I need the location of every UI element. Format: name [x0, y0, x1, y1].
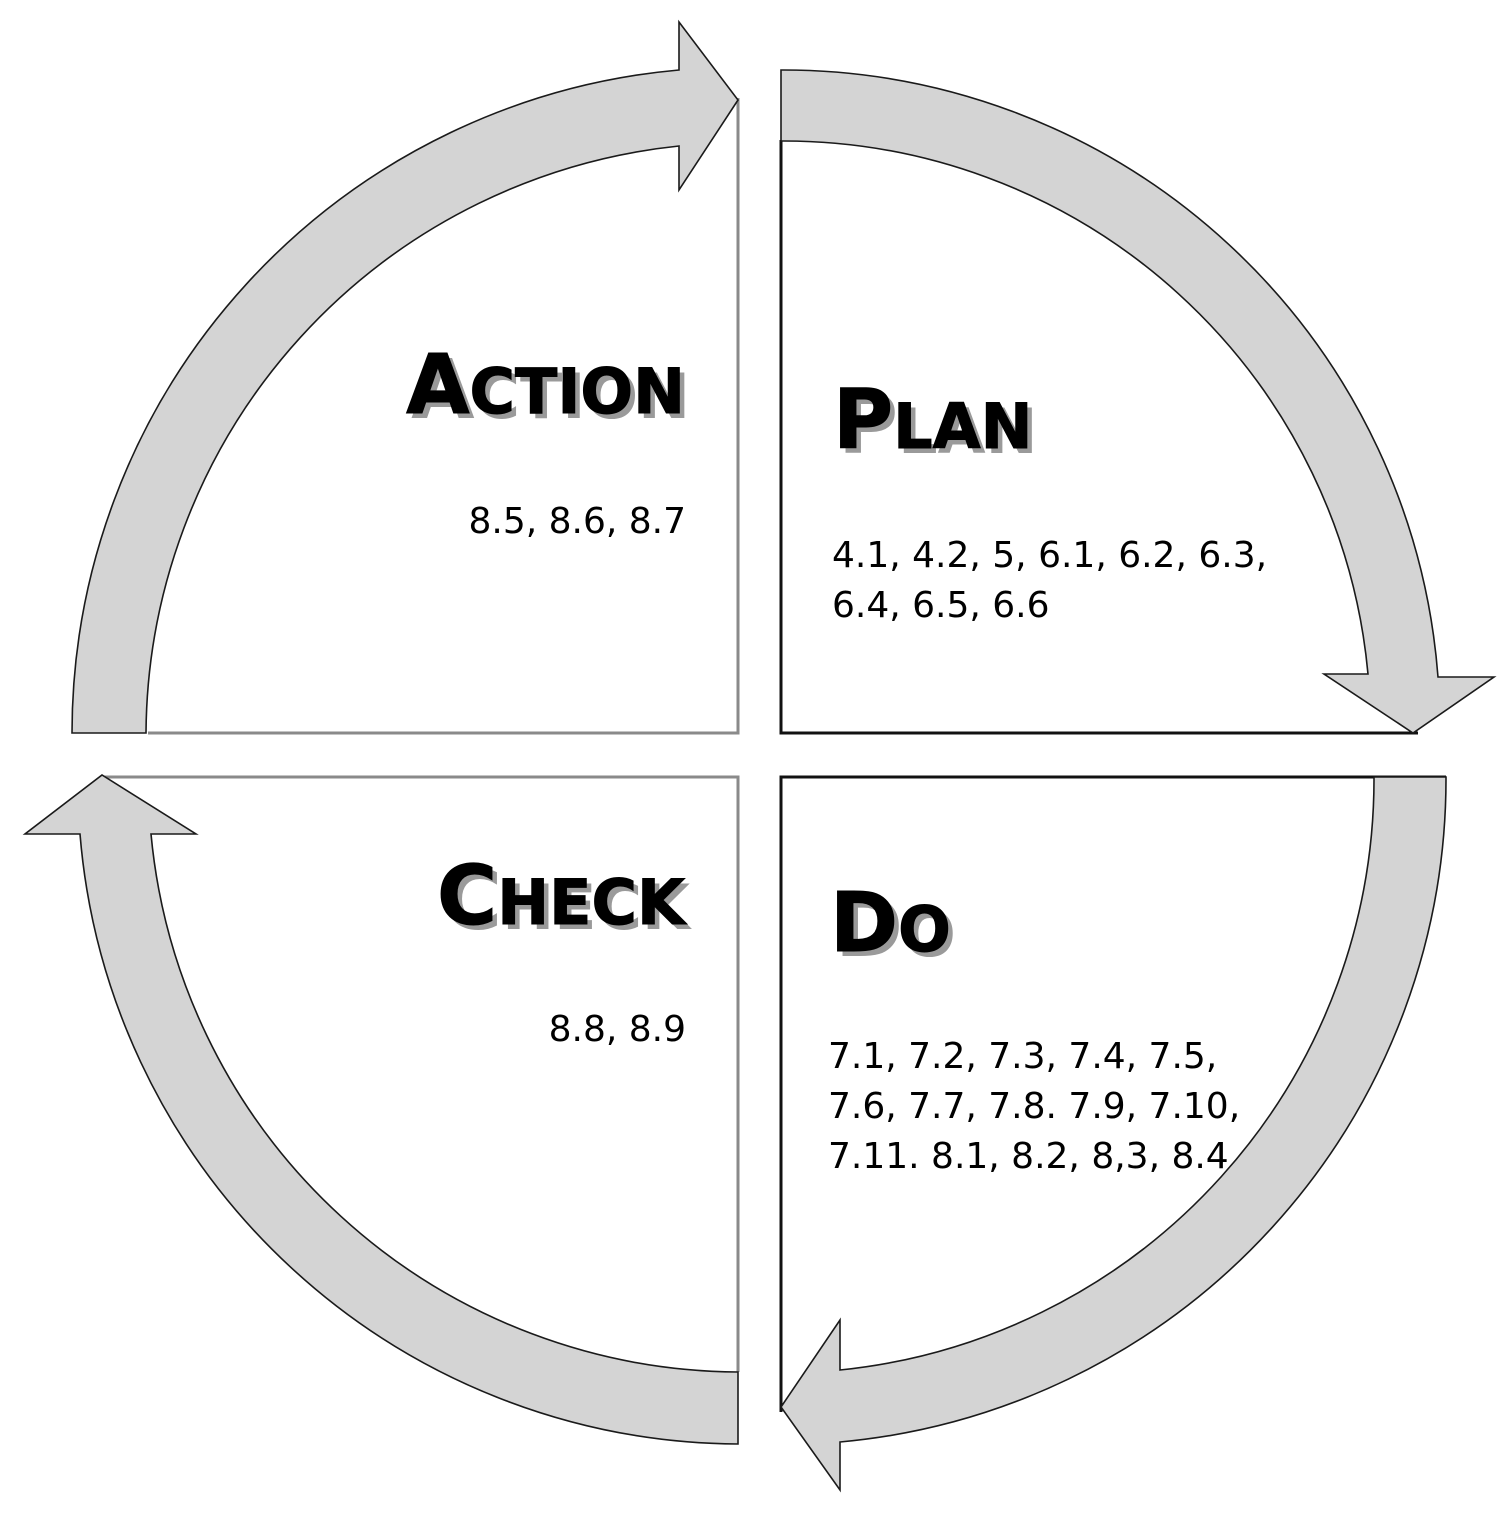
plan-quadrant: PLAN PLAN 4.1, 4.2, 5, 6.1, 6.2, 6.3, 6.… — [832, 373, 1279, 627]
check-title-shadow: CHECK — [442, 854, 692, 949]
do-clause-line: 7.1, 7.2, 7.3, 7.4, 7.5, — [828, 1036, 1217, 1077]
plan-title-shadow-cap: P — [838, 378, 898, 473]
plan-clause-line: 6.4, 6.5, 6.6 — [832, 585, 1050, 626]
do-title-cap: D — [830, 876, 898, 971]
do-title-shadow-cap: D — [835, 881, 903, 976]
action-quadrant-border — [148, 98, 740, 735]
action-title-cap: A — [406, 338, 470, 433]
action-title-shadow-cap: A — [411, 343, 475, 438]
plan-clause-line: 4.1, 4.2, 5, 6.1, 6.2, 6.3, — [832, 535, 1267, 576]
do-clauses: 7.1, 7.2, 7.3, 7.4, 7.5, 7.6, 7.7, 7.8. … — [828, 1036, 1252, 1177]
quadrant-boundaries — [102, 98, 1446, 1412]
cycle-arrows — [22, 19, 1497, 1493]
arrow-do-to-check — [780, 776, 1447, 1493]
plan-title: PLAN — [833, 373, 1033, 468]
plan-title-shadow: PLAN — [838, 378, 1038, 473]
arrow-plan-to-do — [780, 69, 1497, 734]
action-clause-line: 8.5, 8.6, 8.7 — [468, 501, 686, 542]
do-title-rest: O — [898, 893, 951, 966]
do-clause-line: 7.11. 8.1, 8.2, 8,3, 8.4 — [828, 1136, 1229, 1177]
do-title: DO — [830, 876, 951, 971]
plan-title-rest: LAN — [893, 390, 1032, 463]
action-title-rest: CTION — [470, 355, 685, 428]
do-title-shadow-rest: O — [903, 898, 956, 971]
plan-title-cap: P — [833, 373, 893, 468]
do-quadrant: DO DO 7.1, 7.2, 7.3, 7.4, 7.5, 7.6, 7.7,… — [828, 876, 1252, 1178]
action-clauses: 8.5, 8.6, 8.7 — [468, 501, 686, 542]
check-clauses: 8.8, 8.9 — [549, 1009, 686, 1050]
plan-quadrant-border — [779, 140, 1418, 735]
plan-clauses: 4.1, 4.2, 5, 6.1, 6.2, 6.3, 6.4, 6.5, 6.… — [832, 535, 1279, 626]
action-title: ACTION — [406, 338, 685, 433]
check-clause-line: 8.8, 8.9 — [549, 1009, 686, 1050]
do-title-shadow: DO — [835, 881, 956, 976]
action-quadrant: ACTION ACTION 8.5, 8.6, 8.7 — [406, 338, 690, 543]
check-quadrant-border — [102, 775, 740, 1372]
do-quadrant-border — [779, 775, 1446, 1412]
action-title-shadow-rest: CTION — [475, 360, 690, 433]
check-title-cap: C — [437, 849, 497, 944]
arrow-check-to-action — [22, 774, 739, 1445]
do-clause-line: 7.6, 7.7, 7.8. 7.9, 7.10, — [828, 1086, 1240, 1127]
check-title-rest: HECK — [497, 866, 687, 939]
check-title-shadow-cap: C — [442, 854, 502, 949]
check-title: CHECK — [437, 849, 687, 944]
arrow-action-to-plan — [71, 19, 739, 734]
check-quadrant: CHECK CHECK 8.8, 8.9 — [437, 849, 692, 1051]
check-title-shadow-rest: HECK — [502, 871, 692, 944]
action-title-shadow: ACTION — [411, 343, 690, 438]
plan-title-shadow-rest: LAN — [898, 395, 1037, 468]
